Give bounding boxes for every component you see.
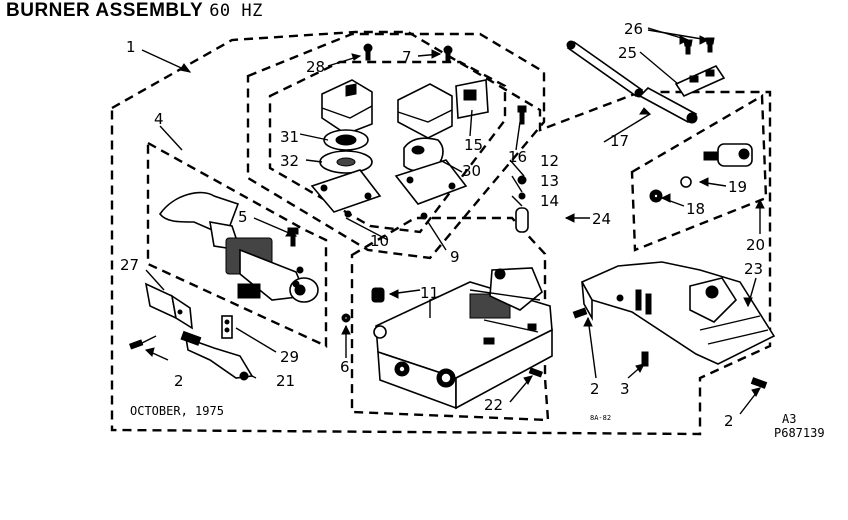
screw-22 — [528, 367, 543, 378]
callout-7: 7 — [402, 48, 412, 66]
screw-2-left — [129, 335, 157, 350]
gas-valve-body — [373, 267, 553, 410]
assembly-1-outline — [110, 30, 772, 436]
page-code: A3 — [782, 412, 797, 426]
callout-24: 24 — [592, 210, 611, 228]
spacer-9 — [420, 212, 428, 220]
callout-20: 20 — [746, 236, 765, 254]
screw-3 — [641, 351, 649, 367]
callout-25: 25 — [618, 44, 637, 62]
callout-27: 27 — [120, 256, 139, 274]
assembly-4-outline — [146, 140, 328, 348]
callout-13: 13 — [540, 172, 559, 190]
bracket-27 — [144, 282, 193, 330]
callout-3: 3 — [620, 380, 630, 398]
callout-1: 1 — [126, 38, 136, 56]
small-mark: 8A-82 — [590, 414, 611, 422]
screw-16 — [517, 105, 527, 125]
sleeve-14 — [515, 207, 529, 233]
pilot-21 — [180, 330, 254, 381]
assembly-24-outline — [350, 216, 550, 422]
screw-2-center — [572, 307, 588, 319]
burner-tube — [159, 191, 319, 303]
callout-12: 12 — [540, 152, 559, 170]
callout-11: 11 — [420, 284, 439, 302]
title-text: BURNER ASSEMBLY — [6, 0, 204, 21]
washer-6 — [341, 313, 351, 323]
callout-16: 16 — [508, 148, 527, 166]
screw-7 — [443, 45, 453, 63]
nut-12 — [517, 175, 527, 185]
callout-19: 19 — [728, 178, 747, 196]
callout-23: 23 — [744, 260, 763, 278]
callout-22: 22 — [484, 396, 503, 414]
screw-26a — [683, 39, 693, 55]
callout-32: 32 — [280, 152, 299, 170]
assembly-20-outline — [630, 93, 768, 252]
nut-11 — [371, 287, 385, 303]
callout-31: 31 — [280, 128, 299, 146]
callout-4: 4 — [154, 110, 164, 128]
assembly-top-outline — [246, 32, 546, 260]
callout-28: 28 — [306, 58, 325, 76]
igniter-29 — [221, 315, 233, 339]
screw-2-right — [750, 377, 768, 389]
washer-18 — [649, 189, 663, 203]
drawing-number: P687139 — [774, 426, 825, 440]
callout-6: 6 — [340, 358, 350, 376]
callout-17: 17 — [610, 132, 629, 150]
callout-2-left: 2 — [174, 372, 184, 390]
callout-26: 26 — [624, 20, 643, 38]
callout-labels: 1 2 2 2 3 4 5 6 7 9 10 11 12 13 14 15 16… — [120, 20, 765, 430]
callout-9: 9 — [450, 248, 460, 266]
screw-28 — [363, 43, 373, 61]
washer-13 — [518, 192, 526, 200]
tube-upper — [566, 40, 644, 98]
date-note: OCTOBER, 1975 — [130, 404, 224, 418]
callout-21: 21 — [276, 372, 295, 390]
callout-15: 15 — [464, 136, 483, 154]
callout-29: 29 — [280, 348, 299, 366]
callout-10: 10 — [370, 232, 389, 250]
callout-14: 14 — [540, 192, 559, 210]
callout-2-right: 2 — [724, 412, 734, 430]
motor-assembly-right — [394, 79, 489, 205]
motor-assembly-left — [310, 79, 382, 213]
callout-18: 18 — [686, 200, 705, 218]
valve-fitting-19 — [680, 143, 753, 188]
callout-5: 5 — [238, 208, 248, 226]
tube-17 — [638, 87, 698, 124]
callout-30: 30 — [462, 162, 481, 180]
arrowheads — [145, 35, 765, 397]
subtitle-text: 60 HZ — [209, 1, 263, 21]
spacer-10 — [344, 210, 352, 218]
mounting-bracket-23 — [580, 261, 776, 365]
bracket-25 — [674, 64, 726, 98]
callout-2-center: 2 — [590, 380, 600, 398]
